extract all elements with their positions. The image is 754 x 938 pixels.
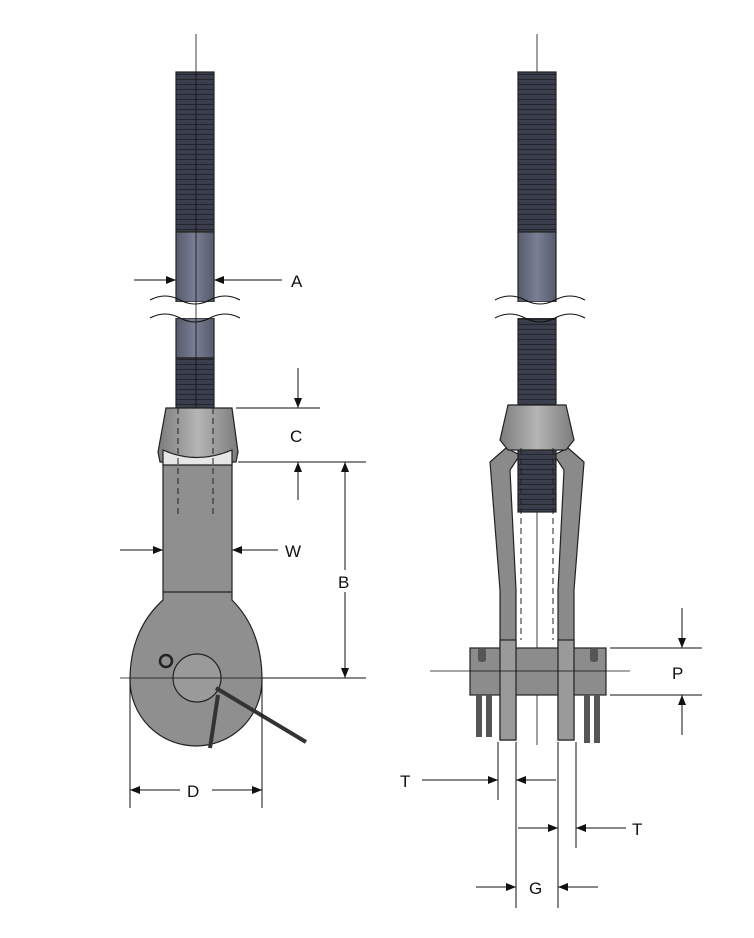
break-line [149, 295, 241, 305]
threaded-rod-lower [517, 317, 557, 413]
clevis-plate [499, 639, 517, 741]
rod-shank [175, 231, 215, 303]
threaded-rod-upper [517, 71, 557, 233]
clevis-pin [469, 647, 607, 696]
break-line [149, 313, 241, 323]
threaded-rod-lower [175, 357, 215, 409]
break-line [494, 313, 586, 323]
cotter-pin [594, 695, 600, 743]
label-T-left: T [400, 772, 410, 791]
cotter-pin [486, 695, 492, 737]
cotter-pin-leg [208, 694, 220, 749]
label-A: A [291, 272, 303, 291]
end-cap [499, 404, 575, 451]
label-P: P [672, 664, 683, 683]
label-T-right: T [632, 820, 642, 839]
label-G: G [529, 879, 542, 898]
rod-end [517, 439, 557, 513]
cotter-pin [476, 695, 482, 737]
clevis-plate [557, 639, 575, 741]
label-B: B [338, 573, 349, 592]
eye-body [129, 461, 263, 747]
threaded-rod-upper [175, 71, 215, 233]
side-view [430, 34, 630, 745]
pin-head [478, 648, 486, 662]
label-C: C [290, 427, 302, 446]
cap-highlight [162, 449, 233, 466]
pin-head [590, 648, 598, 662]
break-gap [512, 302, 562, 318]
cotter-ring [158, 653, 174, 669]
side-dimensions: P T T G [400, 608, 702, 908]
label-D: D [187, 782, 199, 801]
cotter-pin [584, 695, 590, 743]
rod-shank-lower [175, 317, 215, 359]
break-line [494, 295, 586, 305]
front-dimensions: A C W B D [120, 272, 366, 808]
break-gap [170, 302, 220, 318]
front-view [120, 34, 310, 749]
cotter-pin-leg [214, 686, 308, 744]
rod-shank [517, 231, 557, 303]
label-W: W [285, 542, 301, 561]
